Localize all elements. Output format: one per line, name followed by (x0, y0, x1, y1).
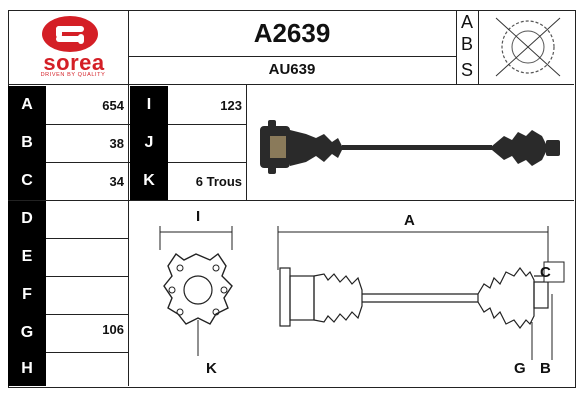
diagram-label-b: B (540, 360, 551, 377)
part-reference: A2639 (253, 18, 331, 48)
col-divider (246, 84, 247, 200)
spec-value-g: 106 (102, 322, 124, 337)
spec-label-c: C (8, 162, 46, 200)
spec-value-k: 6 Trous (195, 174, 242, 189)
row-divider (46, 238, 128, 239)
diagram-label-k: K (206, 360, 217, 377)
abs-letter-b: B (460, 34, 473, 54)
alt-reference: AU639 (268, 61, 316, 78)
spec-value-c: 34 (109, 174, 124, 189)
spec-label-i: I (130, 86, 168, 124)
spec-label-e: E (8, 238, 46, 276)
diagram-label-c: C (540, 264, 551, 281)
row-divider (46, 314, 128, 315)
row-divider (46, 352, 128, 353)
brand-logo: sorea DRIVEN BY QUALITY (8, 10, 128, 82)
col-divider (128, 10, 129, 386)
diagram-label-g: G (514, 360, 526, 377)
diagram-label-i: I (196, 208, 201, 225)
spec-value-i: 123 (220, 98, 242, 113)
spec-label-j: J (130, 124, 168, 162)
row-divider (8, 84, 574, 85)
logo-emblem-icon (42, 16, 98, 52)
row-divider (128, 56, 456, 57)
brand-name: sorea (43, 50, 105, 75)
spec-label-a: A (8, 86, 46, 124)
spec-label-h: H (8, 352, 46, 386)
spec-label-d: D (8, 200, 46, 238)
product-sheet: sorea DRIVEN BY QUALITY A2639 AU639 A B … (8, 10, 576, 388)
spec-label-k: K (130, 162, 168, 200)
spec-value-a: 654 (102, 98, 124, 113)
brand-tagline: DRIVEN BY QUALITY (40, 72, 106, 78)
spec-value-b: 38 (109, 136, 124, 151)
row-divider (46, 276, 128, 277)
flange-6-hole-icon (163, 252, 233, 325)
abs-ring-crossed-icon (495, 17, 561, 77)
abs-letter-s: S (460, 60, 473, 80)
col-divider (456, 10, 457, 84)
diagram-label-a: A (404, 212, 415, 229)
col-divider (478, 10, 479, 84)
spec-label-g: G (8, 314, 46, 352)
abs-letter-a: A (460, 12, 473, 32)
row-divider (8, 200, 574, 201)
spec-label-b: B (8, 124, 46, 162)
technical-diagram (159, 226, 565, 360)
spec-label-f: F (8, 276, 46, 314)
drive-shaft-photo (260, 120, 560, 174)
